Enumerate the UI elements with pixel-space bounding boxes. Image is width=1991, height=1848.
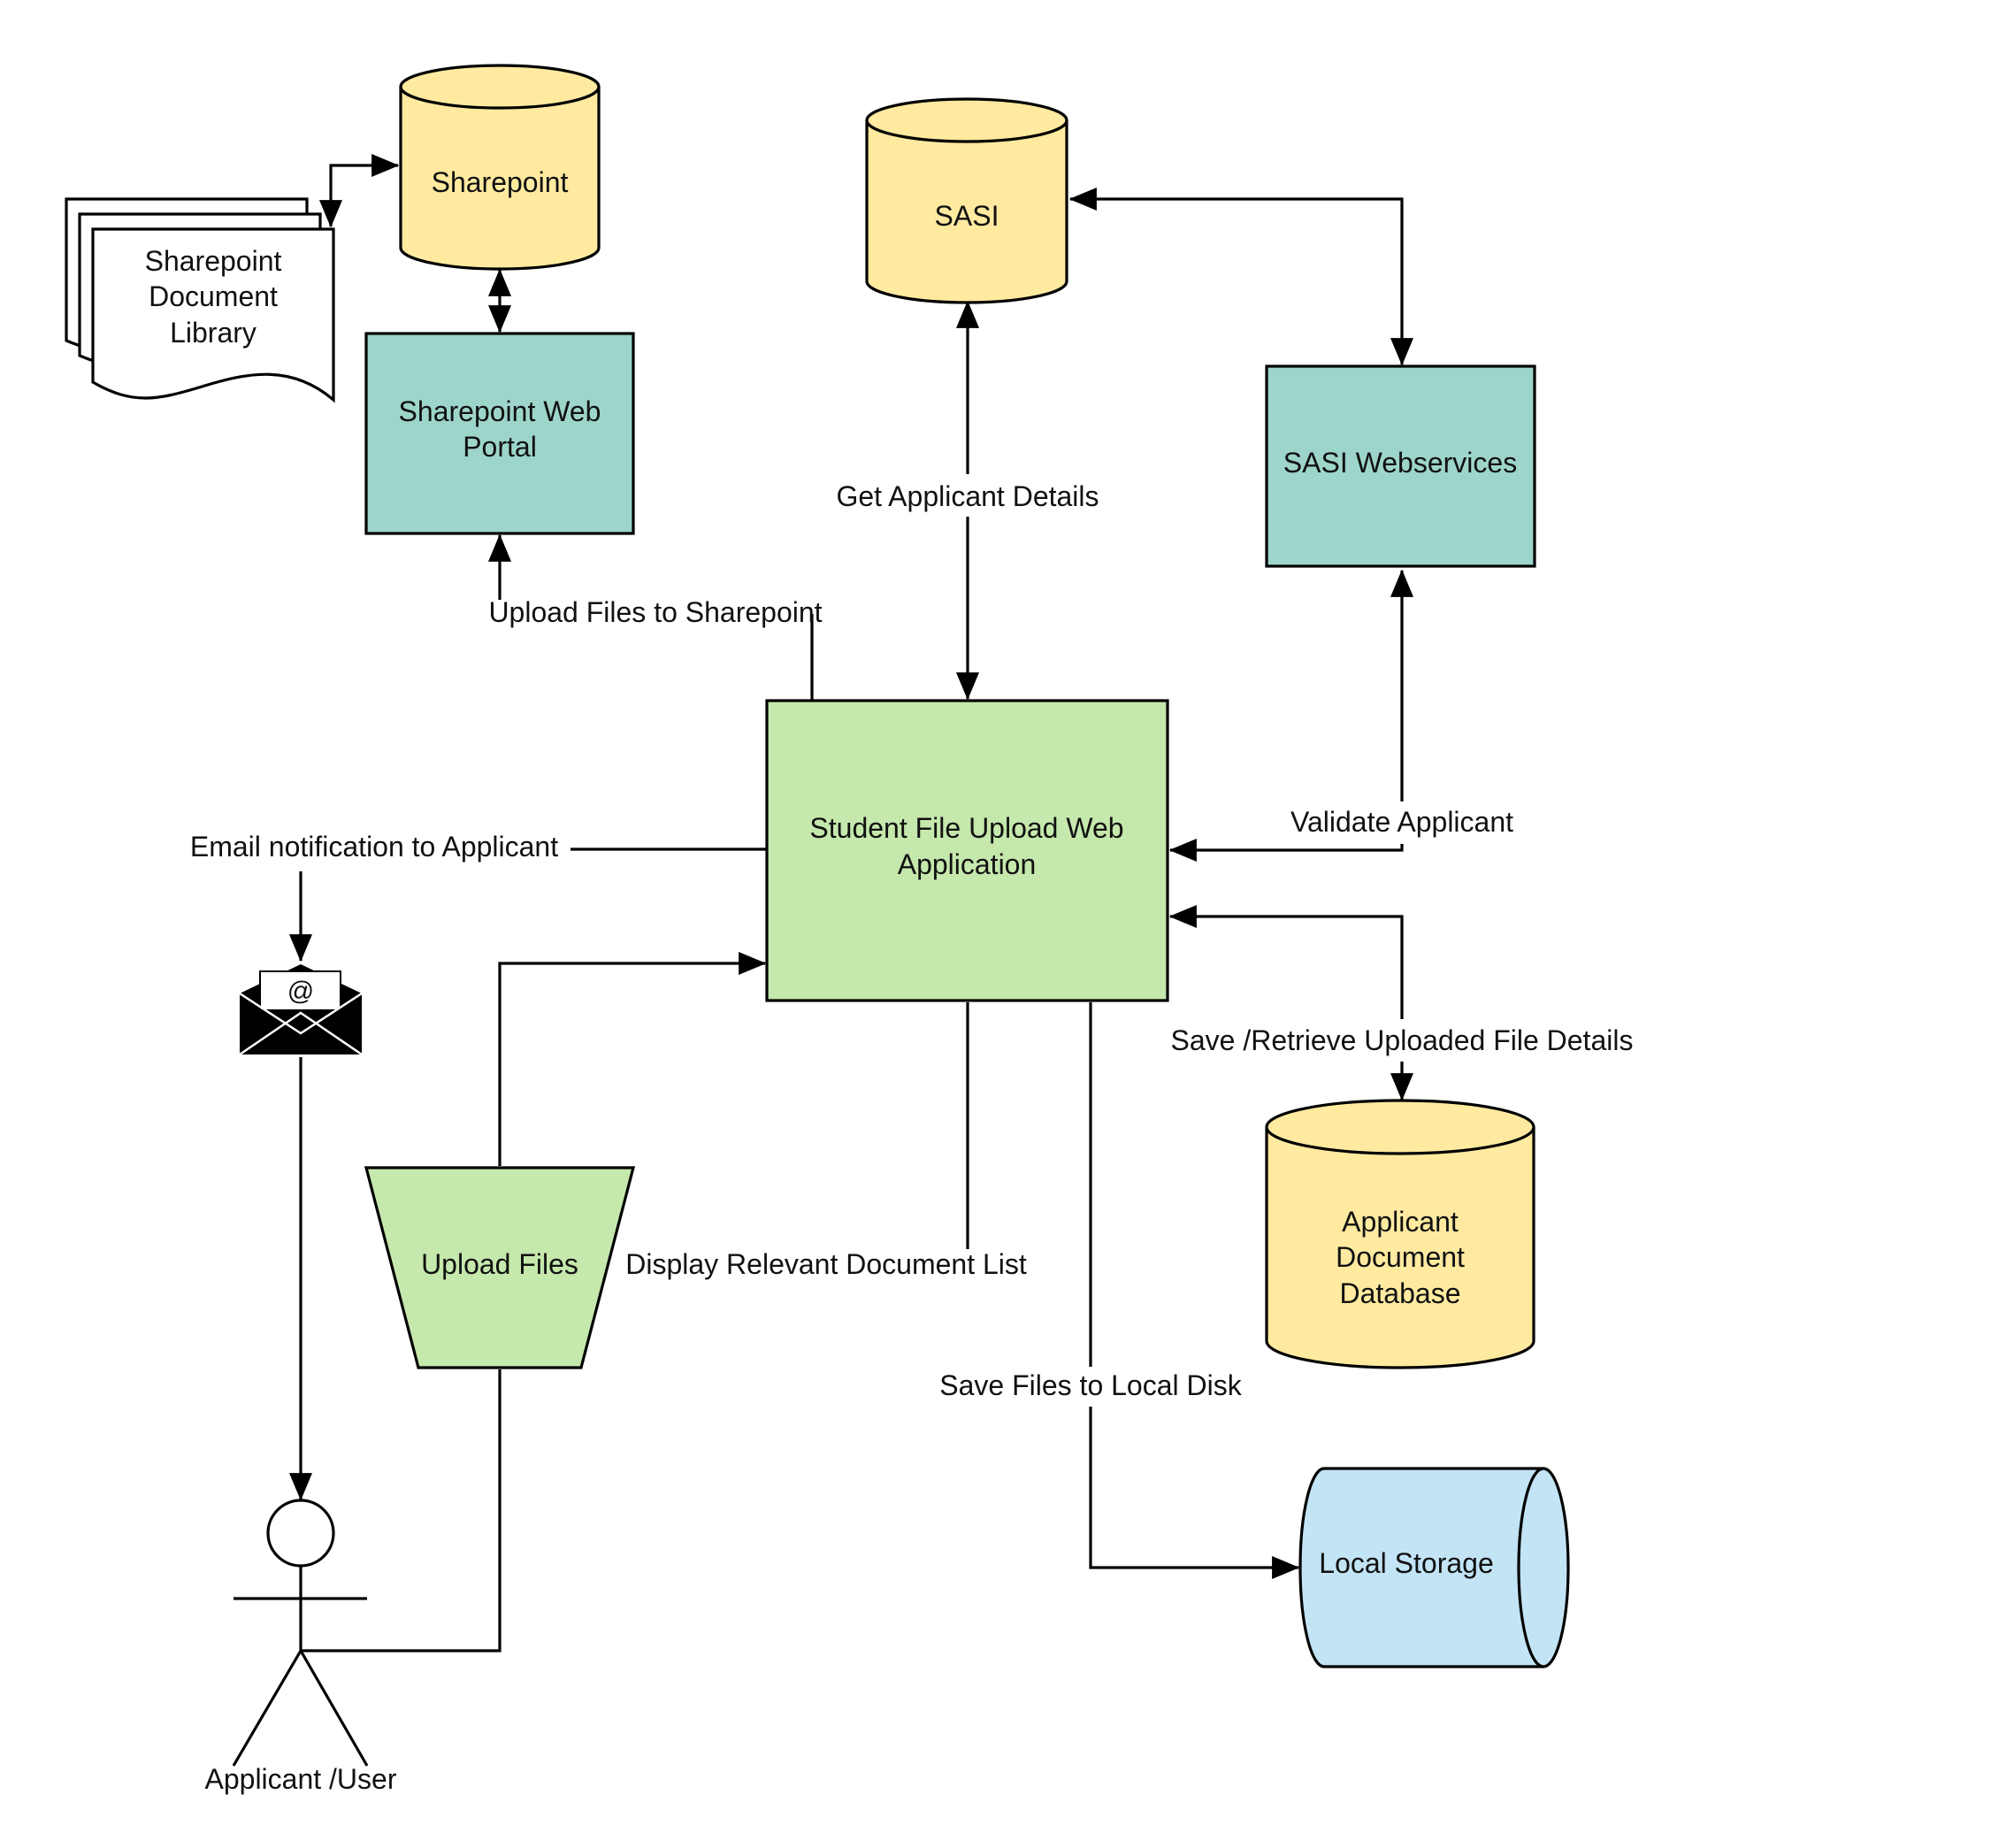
label-validate-applicant: Validate Applicant — [1290, 806, 1513, 838]
sasi-label: SASI — [935, 200, 999, 232]
sharepoint-web-portal[interactable]: Sharepoint Web Portal — [364, 332, 635, 535]
database-label-3: Database — [1340, 1277, 1461, 1309]
edge-sasi-webservices — [1068, 188, 1413, 366]
doc-library-label-1: Sharepoint — [145, 245, 282, 277]
edge-app-localstorage — [1089, 1002, 1298, 1568]
applicant-document-database[interactable]: Applicant Document Database — [1265, 1099, 1535, 1369]
doc-library-label-2: Document — [149, 280, 278, 312]
sharepoint-document-library[interactable]: Sharepoint Document Library — [65, 197, 335, 403]
sharepoint-label: Sharepoint — [432, 166, 569, 198]
label-save-local: Save Files to Local Disk — [939, 1369, 1242, 1401]
label-upload-to-sharepoint: Upload Files to Sharepoint — [488, 596, 822, 628]
local-storage[interactable]: Local Storage — [1298, 1467, 1570, 1668]
sharepoint-database[interactable]: Sharepoint — [399, 64, 601, 271]
student-file-upload-app[interactable]: Student File Upload Web Application — [765, 699, 1169, 1002]
local-storage-label: Local Storage — [1319, 1547, 1493, 1579]
upload-files-node[interactable]: Upload Files — [364, 1166, 636, 1369]
edge-app-database — [1168, 905, 1413, 1101]
label-display-docs: Display Relevant Document List — [625, 1248, 1027, 1280]
label-email-notification: Email notification to Applicant — [190, 831, 558, 863]
portal-label-2: Portal — [463, 431, 537, 463]
edge-upload-app — [498, 952, 767, 1166]
sasi-webservices[interactable]: SASI Webservices — [1265, 364, 1536, 568]
edge-actor-upload — [301, 1369, 502, 1652]
portal-label-1: Sharepoint Web — [399, 395, 601, 427]
label-get-applicant-details: Get Applicant Details — [836, 480, 1099, 512]
app-label-2: Application — [898, 848, 1037, 880]
app-label-1: Student File Upload Web — [809, 812, 1123, 844]
label-save-retrieve: Save /Retrieve Uploaded File Details — [1171, 1024, 1634, 1056]
email-at-symbol: @ — [287, 977, 314, 1006]
edge-webservices-app — [1168, 569, 1413, 862]
edge-app-email — [301, 847, 767, 961]
upload-files-label: Upload Files — [421, 1248, 578, 1280]
database-label-2: Document — [1336, 1241, 1465, 1273]
database-label-1: Applicant — [1342, 1206, 1459, 1238]
doc-library-label-3: Library — [170, 317, 257, 349]
email-envelope-icon: @ — [239, 964, 363, 1056]
webservices-label: SASI Webservices — [1283, 447, 1517, 479]
actor-label: Applicant /User — [205, 1763, 397, 1795]
edge-app-to-portal — [500, 535, 814, 701]
edge-doclibrary-sharepoint — [319, 154, 400, 228]
sasi-database[interactable]: SASI — [865, 97, 1068, 304]
actor-icon[interactable] — [232, 1499, 369, 1767]
